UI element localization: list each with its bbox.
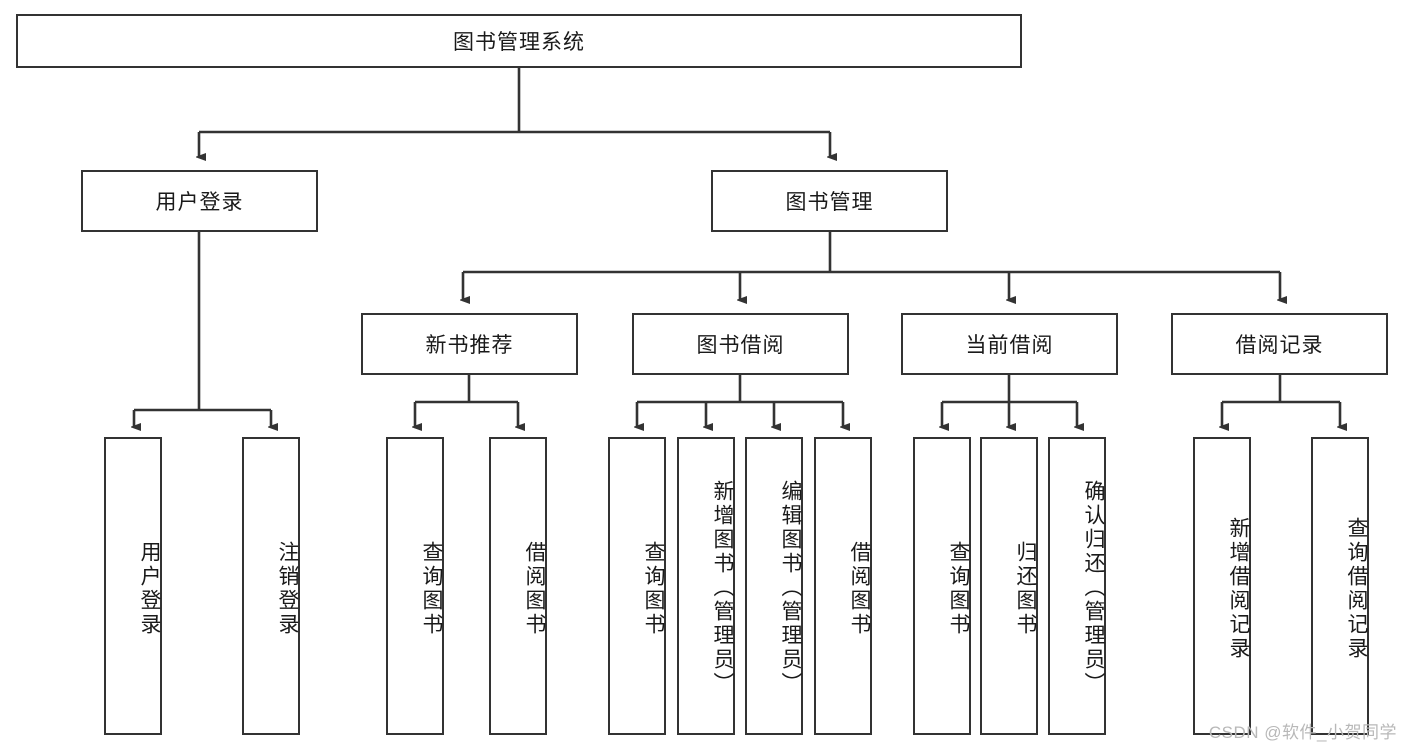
leaf-user-login[interactable]: 用户登录 — [104, 437, 162, 735]
node-root-label: 图书管理系统 — [453, 31, 585, 54]
node-user-login-label: 用户登录 — [155, 191, 244, 214]
leaf-return-book-label: 归还图书 — [1014, 541, 1037, 637]
node-user-login[interactable]: 用户登录 — [81, 170, 318, 232]
node-current-borrow[interactable]: 当前借阅 — [901, 313, 1118, 375]
node-borrow-record[interactable]: 借阅记录 — [1171, 313, 1388, 375]
leaf-add-record[interactable]: 新增借阅记录 — [1193, 437, 1251, 735]
leaf-add-book-label: 新增图书（管理员） — [711, 480, 734, 696]
node-new-book-recommend-label: 新书推荐 — [425, 334, 514, 357]
leaf-borrow-book-1[interactable]: 借阅图书 — [489, 437, 547, 735]
leaf-add-record-label: 新增借阅记录 — [1227, 517, 1250, 661]
leaf-confirm-return-label: 确认归还（管理员） — [1082, 480, 1105, 696]
leaf-user-login-label: 用户登录 — [138, 541, 161, 637]
leaf-query-record-label: 查询借阅记录 — [1345, 517, 1368, 661]
leaf-return-book[interactable]: 归还图书 — [980, 437, 1038, 735]
node-current-borrow-label: 当前借阅 — [965, 334, 1054, 357]
node-borrow-record-label: 借阅记录 — [1235, 334, 1324, 357]
leaf-logout-login-label: 注销登录 — [276, 541, 299, 637]
leaf-edit-book-label: 编辑图书（管理员） — [779, 480, 802, 696]
node-book-borrow[interactable]: 图书借阅 — [632, 313, 849, 375]
leaf-borrow-book-1-label: 借阅图书 — [523, 541, 546, 637]
node-new-book-recommend[interactable]: 新书推荐 — [361, 313, 578, 375]
leaf-query-book-2[interactable]: 查询图书 — [608, 437, 666, 735]
node-book-management[interactable]: 图书管理 — [711, 170, 948, 232]
leaf-query-book-3-label: 查询图书 — [947, 541, 970, 637]
leaf-edit-book[interactable]: 编辑图书（管理员） — [745, 437, 803, 735]
leaf-logout-login[interactable]: 注销登录 — [242, 437, 300, 735]
leaf-borrow-book-2-label: 借阅图书 — [848, 541, 871, 637]
node-book-borrow-label: 图书借阅 — [696, 334, 785, 357]
leaf-query-record[interactable]: 查询借阅记录 — [1311, 437, 1369, 735]
leaf-query-book-2-label: 查询图书 — [642, 541, 665, 637]
leaf-confirm-return[interactable]: 确认归还（管理员） — [1048, 437, 1106, 735]
leaf-add-book[interactable]: 新增图书（管理员） — [677, 437, 735, 735]
node-book-management-label: 图书管理 — [785, 191, 874, 214]
leaf-query-book-1[interactable]: 查询图书 — [386, 437, 444, 735]
leaf-borrow-book-2[interactable]: 借阅图书 — [814, 437, 872, 735]
leaf-query-book-3[interactable]: 查询图书 — [913, 437, 971, 735]
leaf-query-book-1-label: 查询图书 — [420, 541, 443, 637]
node-root[interactable]: 图书管理系统 — [16, 14, 1022, 68]
watermark-text: CSDN @软件_小贺同学 — [1208, 723, 1397, 742]
